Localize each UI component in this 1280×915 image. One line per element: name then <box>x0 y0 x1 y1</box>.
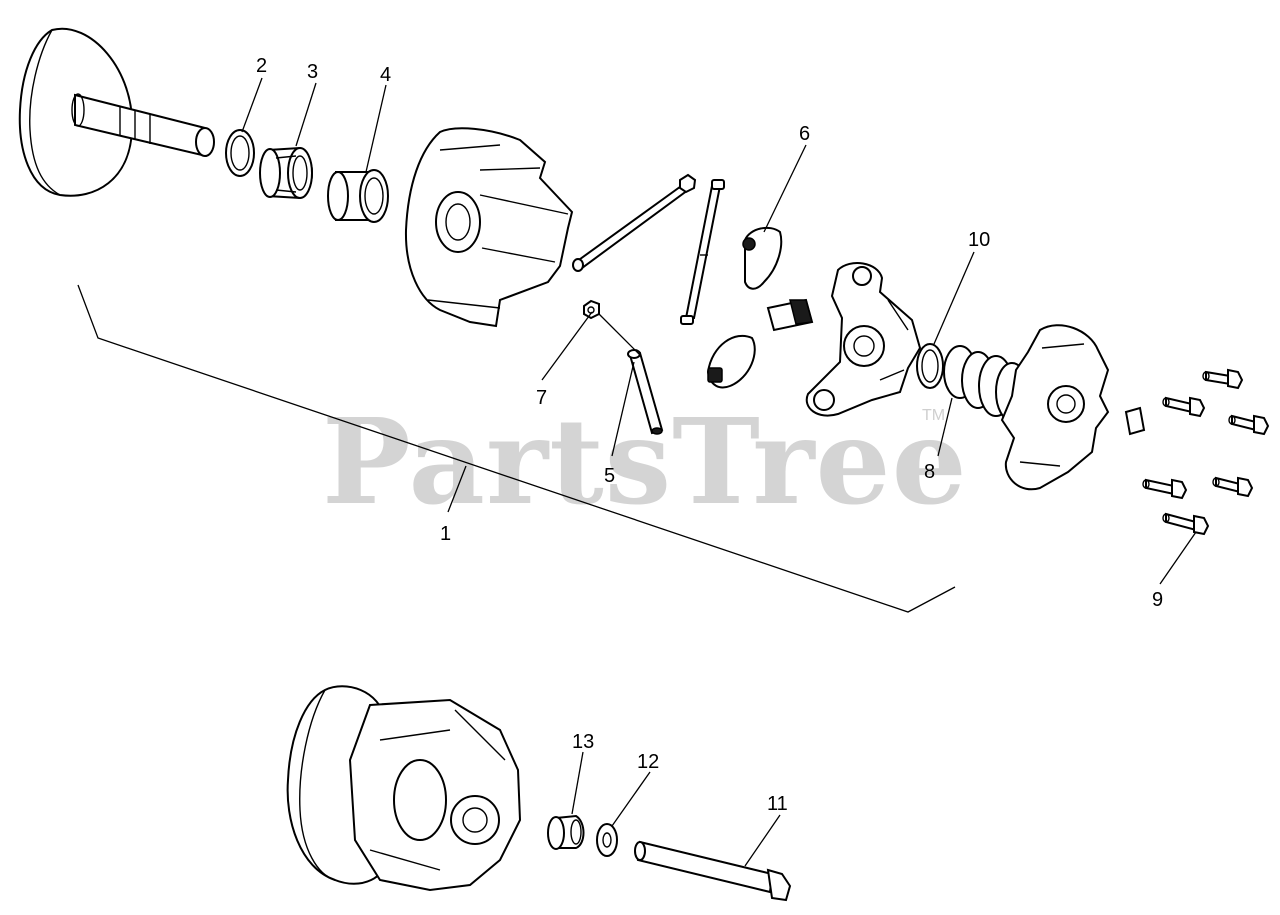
pin-part <box>627 349 664 435</box>
callout-1: 1 <box>440 523 451 545</box>
callout-6: 6 <box>799 123 810 145</box>
spacer-ring-part <box>916 343 944 389</box>
bolt-5-part <box>1212 476 1254 498</box>
callout-9: 9 <box>1152 589 1163 611</box>
weight-pin-part <box>680 179 725 325</box>
bushing-part <box>327 169 389 223</box>
callout-10: 10 <box>968 229 990 251</box>
callout-13: 13 <box>572 731 594 753</box>
needle-bearing-part <box>259 146 313 200</box>
movable-sheave-part <box>404 127 574 328</box>
nut-part <box>583 299 600 320</box>
callout-12: 12 <box>637 751 659 773</box>
bolt-1-part <box>1202 368 1244 390</box>
fixed-sheave-part <box>18 27 215 197</box>
o-ring-part <box>225 129 255 177</box>
cover-plate-part <box>1000 324 1110 491</box>
lower-bushing-part <box>547 814 585 850</box>
callout-11: 11 <box>767 793 788 815</box>
assembled-clutch-part <box>286 685 522 892</box>
main-bolt-part <box>634 840 792 902</box>
weight-upper-part <box>742 226 783 290</box>
callout-labels: 1 2 3 4 5 6 7 8 9 10 11 12 13 <box>256 55 1163 815</box>
weight-lower-part <box>706 334 756 389</box>
washer-part <box>596 823 618 857</box>
bolt-3-part <box>1228 414 1270 436</box>
callout-2: 2 <box>256 55 267 77</box>
watermark-trademark: TM <box>922 407 945 424</box>
leader-lines <box>241 77 1197 867</box>
bolt-6-part <box>1162 512 1210 536</box>
callout-3: 3 <box>307 61 318 83</box>
small-block-part <box>1124 406 1146 436</box>
long-bolt-part <box>572 173 697 272</box>
callout-5: 5 <box>604 465 615 487</box>
bolt-4-part <box>1142 478 1188 500</box>
watermark-text: PartsTree <box>322 392 968 531</box>
bolt-2-part <box>1162 396 1206 418</box>
spider-part <box>805 262 922 417</box>
roller-part <box>766 298 814 332</box>
callout-8: 8 <box>924 461 935 483</box>
assembly-bracket <box>77 284 956 613</box>
callout-7: 7 <box>536 387 547 409</box>
callout-4: 4 <box>380 64 391 86</box>
